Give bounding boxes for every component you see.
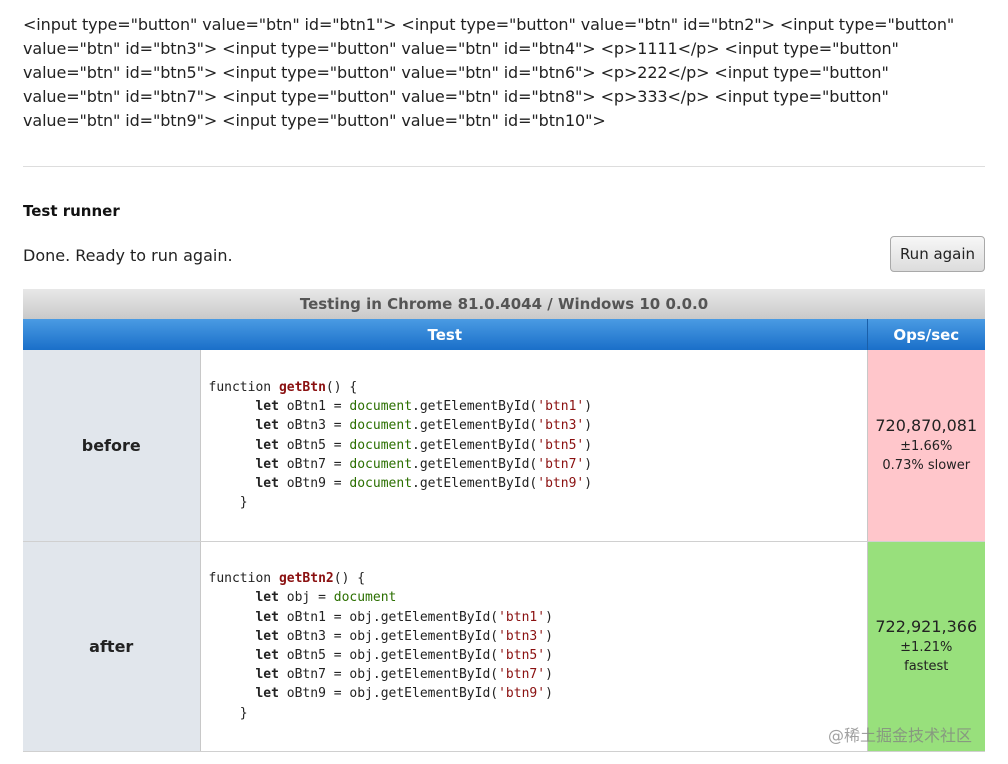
header-ops-per-sec: Ops/sec <box>866 319 986 350</box>
ops-note: 0.73% slower <box>882 458 971 474</box>
code-line: let obj = document <box>255 590 397 606</box>
code-line: function getBtn2() { <box>208 571 366 587</box>
code-line: function getBtn() { <box>208 380 358 396</box>
section-divider <box>23 166 985 167</box>
html-preview-text: <input type="button" value="btn" id="btn… <box>23 15 955 130</box>
code-line: let oBtn3 = document.getElementById('btn… <box>255 418 593 434</box>
code-line: let oBtn9 = obj.getElementById('btn9') <box>255 686 553 702</box>
ops-cell-before: 720,870,081 ±1.66% 0.73% slower <box>866 350 986 542</box>
runner-status: Done. Ready to run again. <box>23 246 233 265</box>
result-row-before: before function getBtn() { let oBtn1 = d… <box>23 350 986 542</box>
code-line: let oBtn1 = document.getElementById('btn… <box>255 399 593 415</box>
test-runner-heading: Test runner <box>23 202 120 220</box>
test-label-before: before <box>23 350 201 542</box>
ops-margin: ±1.66% <box>900 439 953 455</box>
code-line: let oBtn5 = obj.getElementById('btn5') <box>255 648 553 663</box>
code-block-before: function getBtn() { let oBtn1 = document… <box>209 378 867 512</box>
code-line: let oBtn3 = obj.getElementById('btn3') <box>255 628 553 644</box>
code-line: let oBtn1 = obj.getElementById('btn1') <box>255 609 553 625</box>
code-line: let oBtn5 = document.getElementById('btn… <box>255 437 593 453</box>
code-block-after: function getBtn2() { let obj = document … <box>209 569 867 723</box>
code-line: } <box>208 495 248 511</box>
ops-value: 722,921,366 <box>875 617 978 636</box>
code-line: } <box>208 705 248 721</box>
watermark: @稀土掘金技术社区 <box>828 726 973 745</box>
test-label-after: after <box>23 541 201 752</box>
header-test: Test <box>23 319 867 350</box>
test-code-after: function getBtn2() { let obj = document … <box>200 541 867 752</box>
code-line: let oBtn9 = document.getElementById('btn… <box>255 476 593 492</box>
code-line: let oBtn7 = obj.getElementById('btn7') <box>255 667 553 683</box>
ops-note: fastest <box>904 659 949 674</box>
ops-value: 720,870,081 <box>875 416 978 436</box>
results-table: Testing in Chrome 81.0.4044 / Windows 10… <box>23 289 986 752</box>
run-again-button[interactable]: Run again <box>890 236 985 272</box>
results-header-row: Test Ops/sec <box>23 319 986 350</box>
ops-margin: ±1.21% <box>900 640 953 655</box>
results-caption: Testing in Chrome 81.0.4044 / Windows 10… <box>23 289 986 319</box>
code-line: let oBtn7 = document.getElementById('btn… <box>255 456 593 472</box>
result-row-after: after function getBtn2() { let obj = doc… <box>23 541 986 752</box>
ops-cell-after: 722,921,366 ±1.21% fastest <box>866 541 986 752</box>
results-caption-row: Testing in Chrome 81.0.4044 / Windows 10… <box>23 289 986 319</box>
test-code-before: function getBtn() { let oBtn1 = document… <box>200 350 867 542</box>
